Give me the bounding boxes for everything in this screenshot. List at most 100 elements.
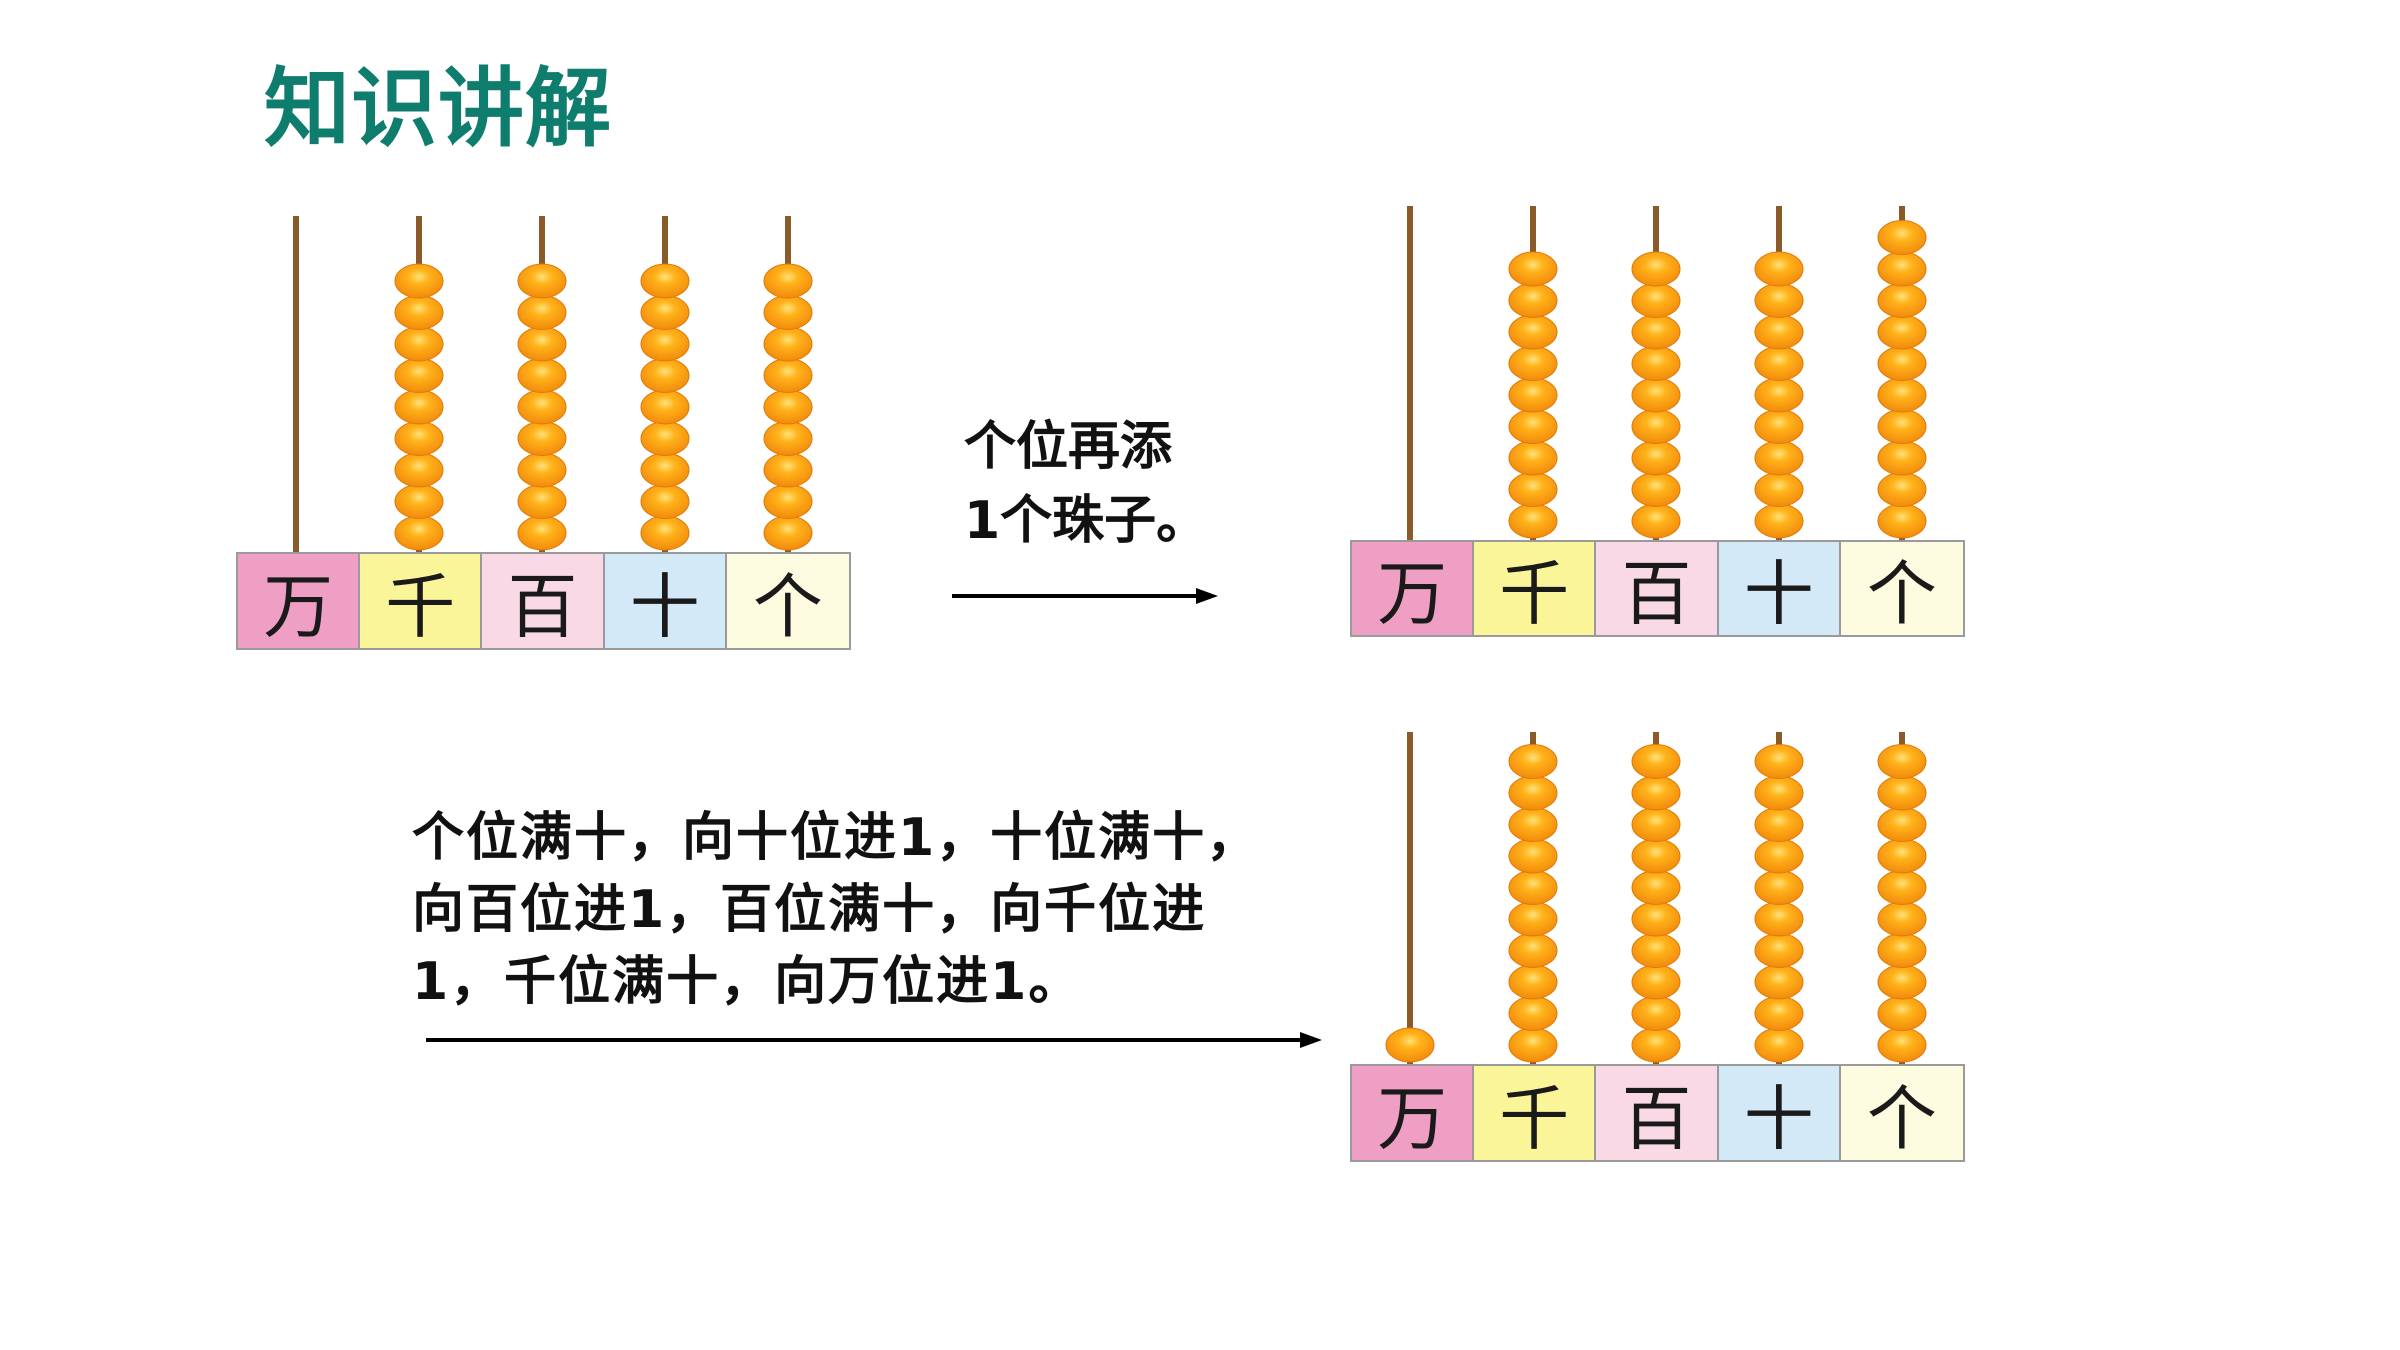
abacus-bead (1631, 964, 1681, 1000)
abacus-bead (1631, 996, 1681, 1031)
abacus-bead (1877, 283, 1927, 318)
abacus-bead (1508, 251, 1558, 287)
caption-line: 1个珠子。 (964, 491, 1209, 551)
abacus-bead (1754, 440, 1804, 476)
abacus-bead (394, 263, 444, 299)
abacus-bead (1754, 409, 1804, 444)
abacus-bead (1631, 314, 1681, 350)
abacus-bead (640, 515, 690, 551)
place-cell-wan: 万 (1352, 1066, 1475, 1160)
abacus-bead (1631, 503, 1681, 539)
abacus-bead (394, 326, 444, 362)
abacus-bead (517, 389, 567, 425)
page-title: 知识讲解 (264, 59, 612, 159)
abacus-bead (640, 421, 690, 456)
place-cell-bai: 百 (1596, 1066, 1719, 1160)
abacus-bead (640, 295, 690, 330)
abacus-bead (1631, 251, 1681, 287)
abacus-bead (1877, 1027, 1927, 1063)
abacus-carry: 万 千 百 十 个 (1350, 726, 1965, 1162)
place-cell-shi: 十 (604, 554, 727, 648)
abacus-bead (1754, 964, 1804, 1000)
arrow-right-icon (426, 1032, 1322, 1048)
abacus-bead (1631, 1027, 1681, 1063)
caption-line: 个位满十，向十位进1，十位满十， (412, 808, 1261, 868)
abacus-bead (394, 452, 444, 488)
place-value-row: 万 千 百 十 个 (1350, 1064, 1965, 1162)
abacus-bead (1754, 807, 1804, 842)
abacus-bead (1508, 807, 1558, 842)
abacus-bead (517, 515, 567, 551)
caption-add-one: 个位再添 1个珠子。 (964, 410, 1264, 558)
abacus-rod (1407, 732, 1413, 1064)
abacus-bead (763, 452, 813, 488)
place-cell-qian: 千 (360, 554, 483, 648)
abacus-bead (1754, 933, 1804, 968)
abacus-bead (763, 515, 813, 551)
abacus-bead (1877, 220, 1927, 255)
place-cell-ge: 个 (1840, 542, 1963, 635)
place-value-row: 万 千 百 十 个 (236, 552, 851, 650)
abacus-bead (1631, 807, 1681, 842)
abacus-bead (763, 263, 813, 299)
abacus-bead (1754, 744, 1804, 779)
abacus-bead (1877, 964, 1927, 1000)
abacus-bead (640, 358, 690, 393)
caption-line: 1，千位满十，向万位进1。 (412, 952, 1083, 1012)
abacus-bead (1631, 440, 1681, 476)
abacus-bead (1877, 472, 1927, 507)
caption-line: 向百位进1，百位满十，向千位进 (412, 880, 1207, 940)
abacus-bead (1877, 440, 1927, 476)
abacus-bead (1508, 409, 1558, 444)
abacus-bead (517, 421, 567, 456)
abacus-bead (1508, 996, 1558, 1031)
abacus-bead (1631, 901, 1681, 937)
abacus-bead (1631, 377, 1681, 413)
place-cell-bai: 百 (482, 554, 605, 648)
abacus-bead (763, 326, 813, 362)
abacus-bead (1508, 1027, 1558, 1063)
abacus-bead (1877, 251, 1927, 287)
abacus-bead (1508, 314, 1558, 350)
abacus-bead (1877, 807, 1927, 842)
abacus-bead (1877, 346, 1927, 381)
abacus-bead (517, 452, 567, 488)
abacus-bead (763, 484, 813, 519)
abacus-bead (763, 358, 813, 393)
abacus-bead (1631, 346, 1681, 381)
abacus-bead (1631, 472, 1681, 507)
abacus-bead (1631, 870, 1681, 905)
abacus-bead (1754, 283, 1804, 318)
place-cell-ge: 个 (1840, 1066, 1963, 1160)
abacus-bead (1754, 901, 1804, 937)
abacus-bead (1877, 503, 1927, 539)
abacus-bead (1877, 409, 1927, 444)
place-cell-qian: 千 (1474, 1066, 1597, 1160)
abacus-bead (517, 263, 567, 299)
abacus-bead (1508, 744, 1558, 779)
abacus-bead (1508, 870, 1558, 905)
abacus-bead (1508, 283, 1558, 318)
abacus-bead (517, 484, 567, 519)
abacus-rod (293, 216, 299, 552)
abacus-bead (1754, 346, 1804, 381)
abacus-bead (394, 389, 444, 425)
abacus-bead (1631, 409, 1681, 444)
abacus-bead (640, 326, 690, 362)
caption-carry-rule: 个位满十，向十位进1，十位满十， 向百位进1，百位满十，向千位进 1，千位满十，… (412, 802, 1352, 1018)
abacus-bead (1877, 838, 1927, 874)
abacus-bead (1385, 1027, 1435, 1063)
abacus-bead (1754, 314, 1804, 350)
abacus-add-one: 万 千 百 十 个 (1350, 200, 1965, 637)
abacus-bead (1877, 933, 1927, 968)
abacus-bead (1508, 346, 1558, 381)
abacus-bead (1754, 870, 1804, 905)
abacus-bead (763, 389, 813, 425)
abacus-bead (394, 484, 444, 519)
abacus-bead (1508, 503, 1558, 539)
abacus-bead (1631, 838, 1681, 874)
abacus-bead (394, 421, 444, 456)
abacus-bead (1631, 744, 1681, 779)
abacus-before: 万 千 百 十 个 (236, 210, 851, 650)
abacus-bead (640, 389, 690, 425)
